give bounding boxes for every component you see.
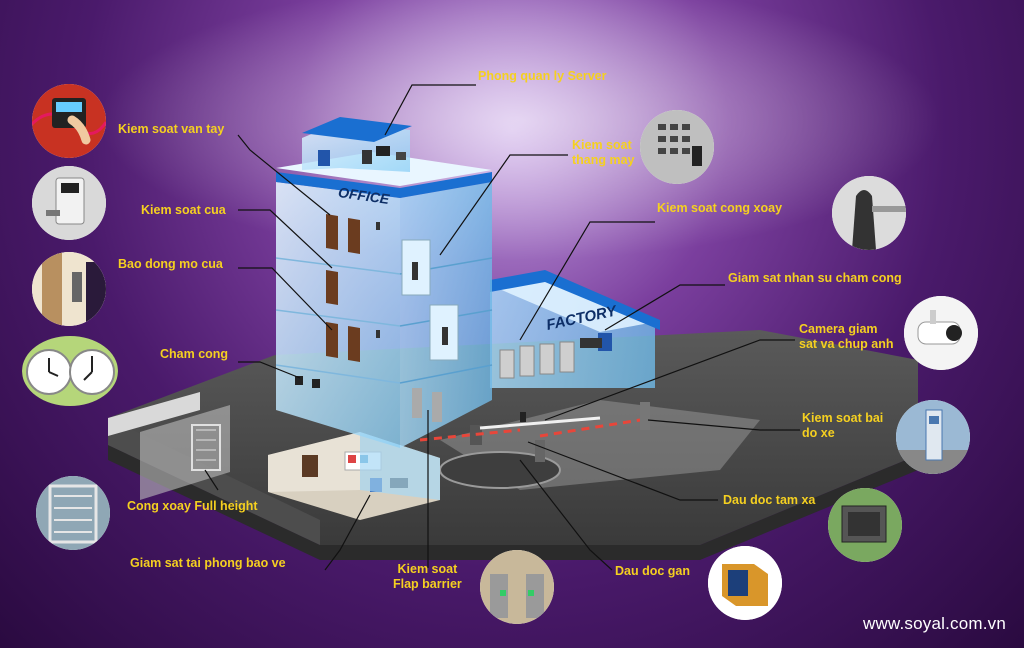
person-turnstile-icon bbox=[832, 176, 906, 250]
clock-icon bbox=[22, 336, 118, 406]
label-parking: Kiem soat bai do xe bbox=[802, 411, 883, 441]
label-door: Kiem soat cua bbox=[141, 203, 226, 217]
label-timekeeping: Cham cong bbox=[160, 347, 229, 361]
door-alarm-thumb bbox=[32, 252, 106, 326]
door-alarm-icon bbox=[32, 252, 106, 326]
turnstile-person-thumb bbox=[832, 176, 906, 250]
perimeter-wall bbox=[108, 392, 230, 500]
near-reader-thumb bbox=[708, 546, 782, 620]
label-full-height: Cong xoay Full height bbox=[127, 499, 258, 513]
camera-icon bbox=[904, 296, 978, 370]
guard-room-illustration bbox=[268, 432, 440, 520]
flap-gate-icon bbox=[480, 550, 554, 624]
flap-barrier-thumb bbox=[480, 550, 554, 624]
keypad-icon bbox=[640, 110, 714, 184]
door-lock-thumb bbox=[32, 166, 106, 240]
fingerprint-reader-icon bbox=[32, 84, 106, 158]
label-near-reader: Dau doc gan bbox=[615, 564, 691, 578]
clocks-thumb bbox=[22, 336, 118, 406]
label-flap-barrier: Kiem soat Flap barrier bbox=[393, 562, 462, 592]
reader-icon bbox=[828, 488, 902, 562]
long-range-reader-thumb bbox=[828, 488, 902, 562]
label-parking-line2: do xe bbox=[802, 426, 835, 440]
kiosk-icon bbox=[896, 400, 970, 474]
parking-barrier-illustration bbox=[419, 402, 650, 462]
background-glow bbox=[100, 0, 940, 260]
label-fingerprint: Kiem soat van tay bbox=[118, 122, 225, 136]
label-camera-line2: sat va chup anh bbox=[799, 337, 894, 351]
server-room-illustration bbox=[302, 117, 412, 172]
factory-illustration: FACTORY bbox=[490, 270, 660, 388]
label-flap-line1: Kiem soat bbox=[397, 562, 458, 576]
cctv-camera-thumb bbox=[904, 296, 978, 370]
label-elevator: Kiem soat thang may bbox=[572, 138, 635, 168]
label-server-room: Phong quan ly Server bbox=[478, 69, 607, 83]
label-door-alarm: Bao dong mo cua bbox=[118, 257, 223, 271]
label-attendance-monitor: Giam sat nhan su cham cong bbox=[728, 271, 902, 285]
turnstile-icon bbox=[36, 476, 110, 550]
card-reader-icon bbox=[708, 546, 782, 620]
label-flap-line2: Flap barrier bbox=[393, 577, 462, 591]
label-elevator-line1: Kiem soat bbox=[572, 138, 632, 152]
label-elevator-line2: thang may bbox=[572, 153, 635, 167]
door-lock-icon bbox=[32, 166, 106, 240]
parking-kiosk-thumb bbox=[896, 400, 970, 474]
label-camera-line1: Camera giam bbox=[799, 322, 878, 336]
full-height-turnstile-thumb bbox=[36, 476, 110, 550]
office-sign: OFFICE bbox=[337, 184, 391, 207]
label-guard-room: Giam sat tai phong bao ve bbox=[130, 556, 286, 570]
label-parking-line1: Kiem soat bai bbox=[802, 411, 884, 425]
label-long-range: Dau doc tam xa bbox=[723, 493, 816, 507]
leader-lines bbox=[204, 84, 800, 571]
website-url: www.soyal.com.vn bbox=[862, 614, 1006, 633]
label-camera: Camera giam sat va chup anh bbox=[799, 322, 893, 352]
label-turnstile: Kiem soat cong xoay bbox=[657, 201, 783, 215]
office-tower-illustration: OFFICE bbox=[275, 152, 493, 448]
elevator-keypad-thumb bbox=[640, 110, 714, 184]
fingerprint-reader-thumb bbox=[32, 84, 106, 158]
full-height-turnstile-illustration bbox=[191, 424, 221, 471]
